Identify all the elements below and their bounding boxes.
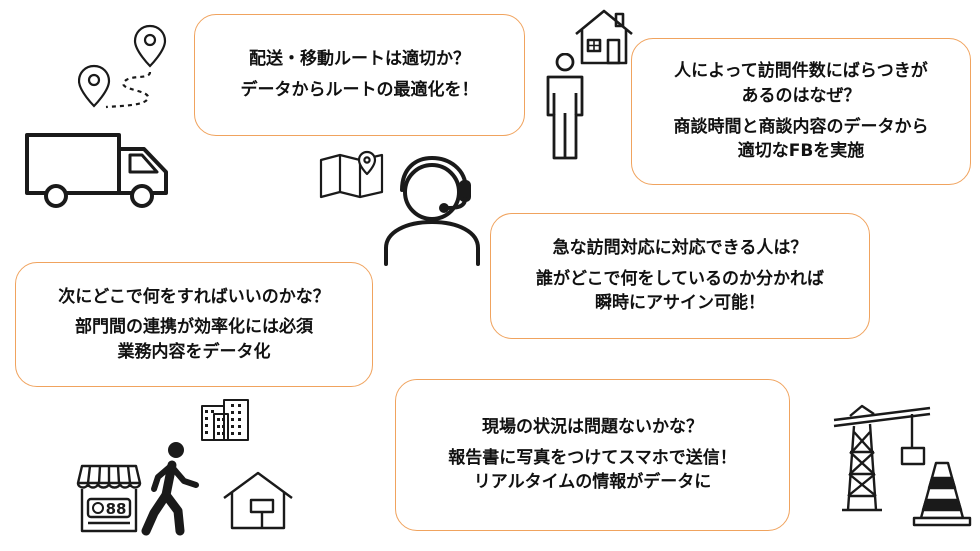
urgent-answer-line2: 瞬時にアサイン可能！ xyxy=(595,293,765,314)
office-buildings-icon xyxy=(200,398,252,442)
visits-question-line2: あるのはなぜ？ xyxy=(741,85,861,106)
small-house-icon xyxy=(222,470,294,530)
bubble-next: 次にどこで何をすればいいのかな？ 部門間の連携が効率化には必須 業務内容をデータ… xyxy=(15,262,373,387)
headset-operator-icon xyxy=(380,150,485,268)
site-question: 現場の状況は問題ないかな？ xyxy=(482,417,703,438)
site-answer-line1: 報告書に写真をつけてスマホで送信！ xyxy=(448,447,737,468)
visits-answer-line1: 商談時間と商談内容のデータから xyxy=(673,116,929,137)
map-icon xyxy=(318,150,388,200)
bubble-route: 配送・移動ルートは適切か？ データからルートの最適化を！ xyxy=(194,14,525,136)
next-answer-line1: 部門間の連携が効率化には必須 xyxy=(75,317,313,338)
next-answer-line2: 業務内容をデータ化 xyxy=(117,341,271,362)
truck-icon xyxy=(24,132,174,212)
route-pins-icon xyxy=(78,22,178,117)
next-question: 次にどこで何をすればいいのかな？ xyxy=(58,286,330,307)
house-icon xyxy=(573,8,635,66)
shop-icon: 88 xyxy=(76,463,142,533)
visits-question-line1: 人によって訪問件数にばらつきが xyxy=(674,61,928,82)
crane-icon xyxy=(832,402,932,514)
urgent-question: 急な訪問対応に対応できる人は？ xyxy=(552,238,808,259)
bubble-visits: 人によって訪問件数にばらつきが あるのはなぜ？ 商談時間と商談内容のデータから … xyxy=(631,38,971,185)
route-answer: データからルートの最適化を！ xyxy=(240,80,479,100)
visits-answer-line2: 適切なFBを実施 xyxy=(737,141,865,162)
bubble-site: 現場の状況は問題ないかな？ 報告書に写真をつけてスマホで送信！ リアルタイムの情… xyxy=(395,379,790,531)
standing-person-icon xyxy=(540,53,590,163)
bubble-urgent: 急な訪問対応に対応できる人は？ 誰がどこで何をしているのか分かれば 瞬時にアサイ… xyxy=(490,213,870,339)
urgent-answer-line1: 誰がどこで何をしているのか分かれば xyxy=(536,268,824,289)
route-question: 配送・移動ルートは適切か？ xyxy=(249,49,470,70)
site-answer-line2: リアルタイムの情報がデータに xyxy=(473,472,712,493)
shop-sign-text: 88 xyxy=(106,500,127,518)
traffic-cone-icon xyxy=(911,460,973,528)
walking-person-icon xyxy=(140,441,210,536)
